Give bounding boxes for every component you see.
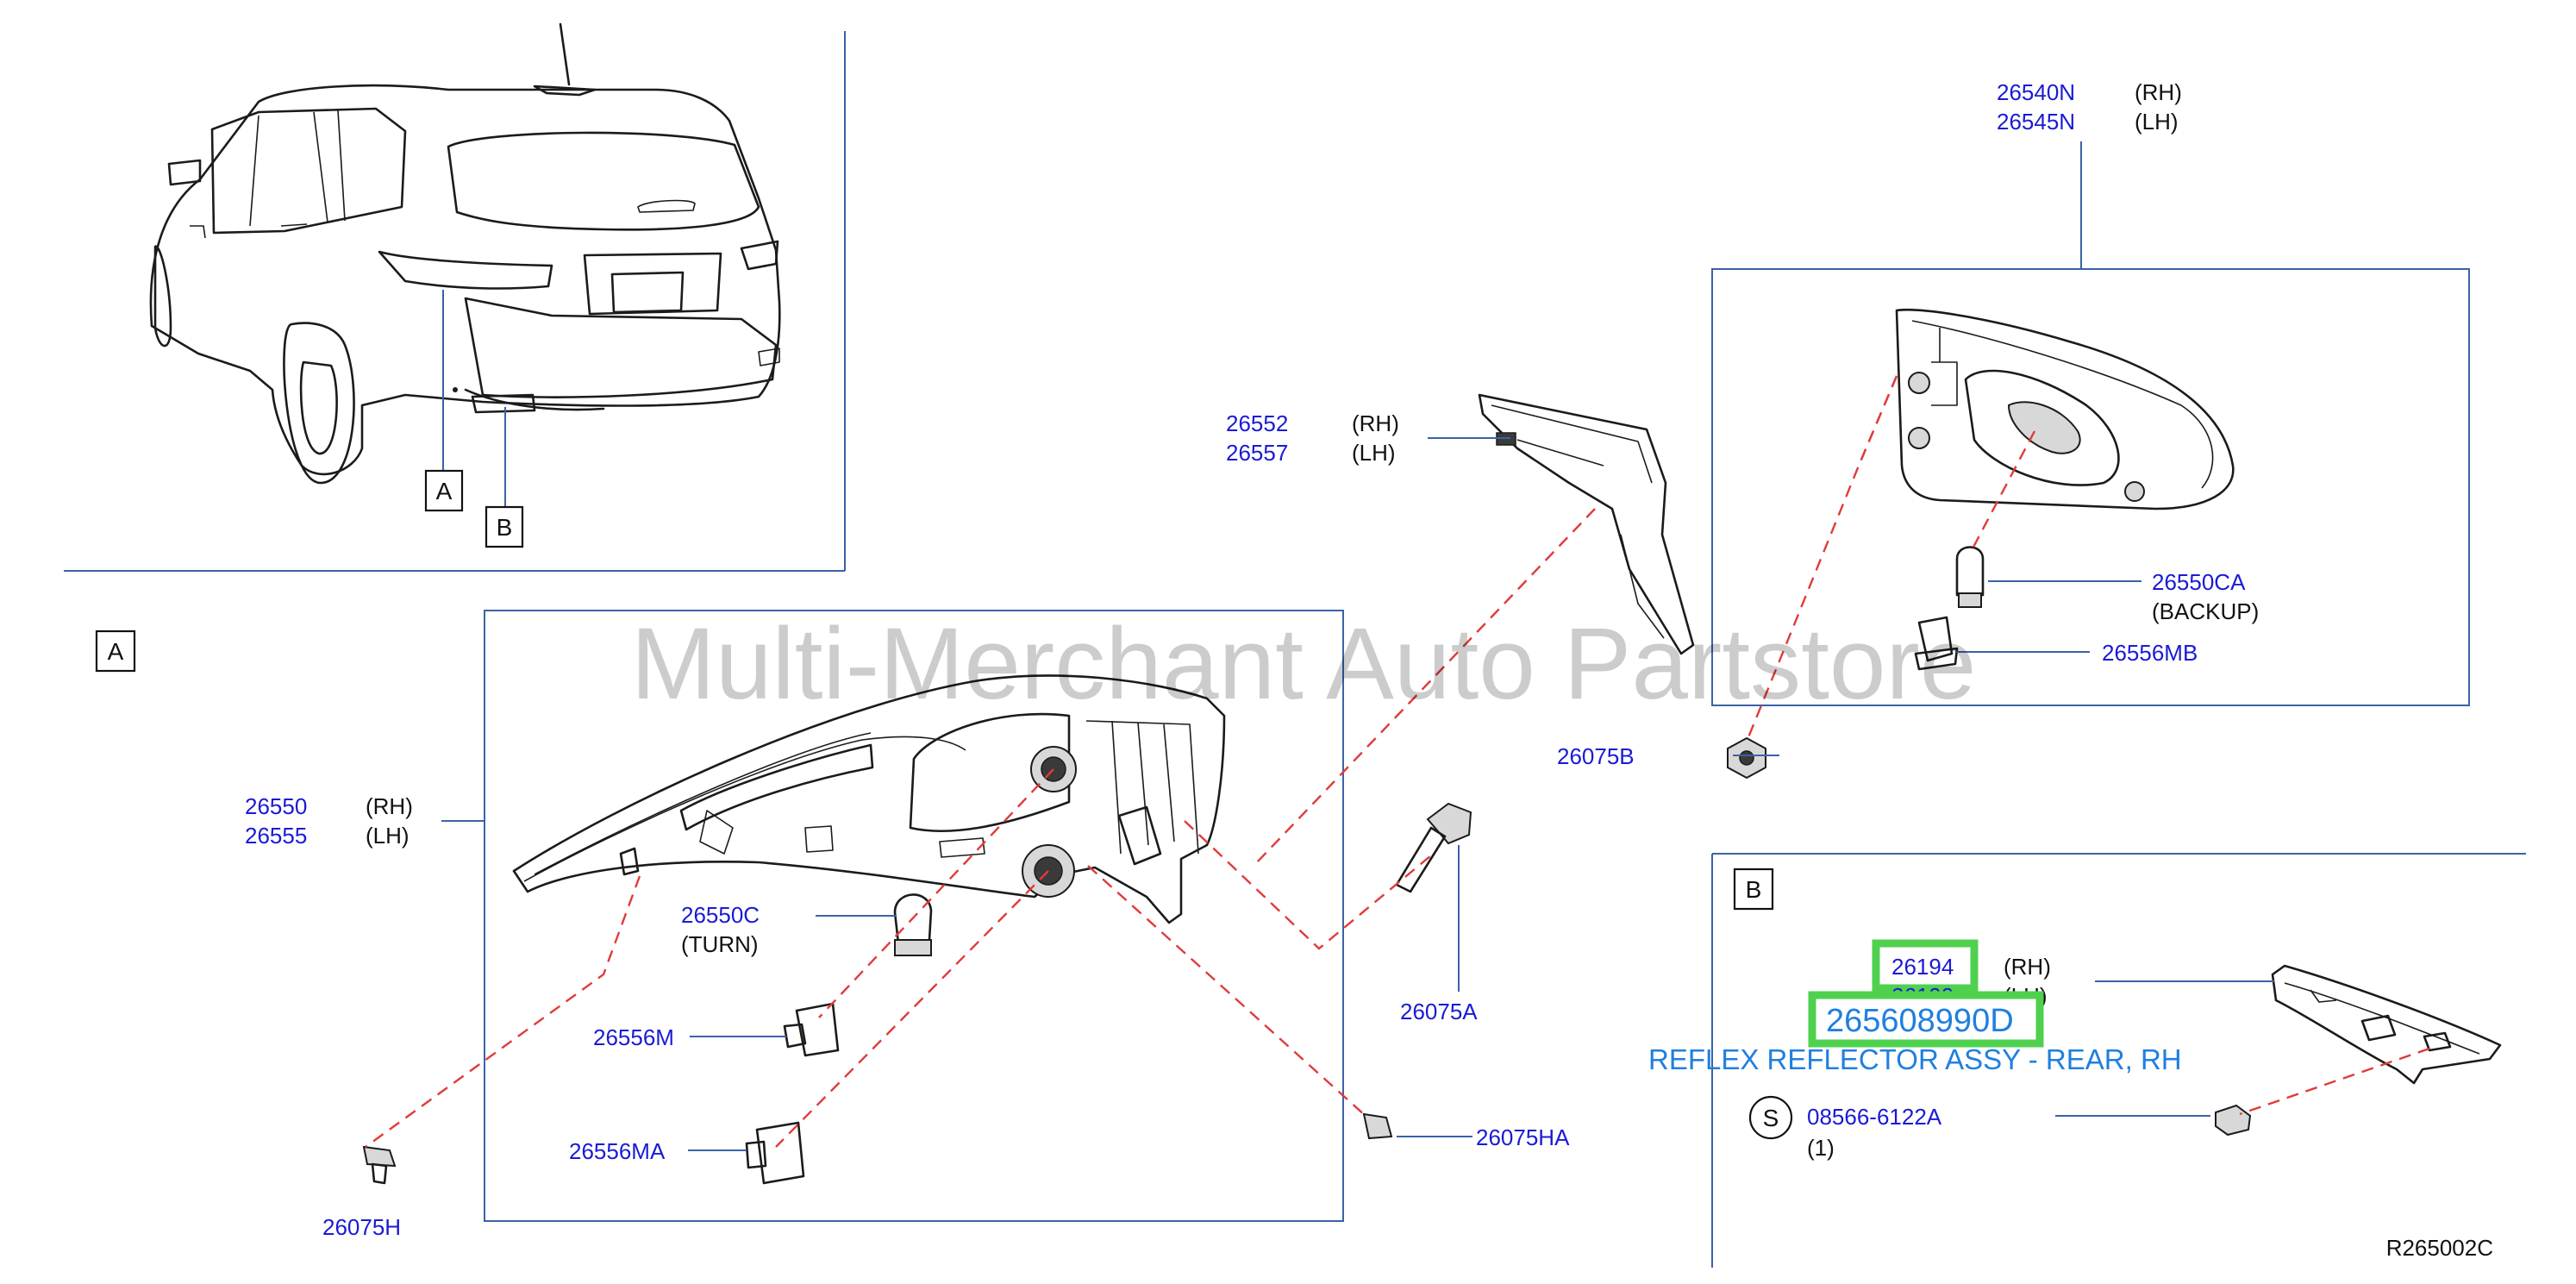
- part-26545N[interactable]: 26545N (LH): [1997, 109, 2179, 135]
- view-a-label-box: A: [95, 629, 136, 673]
- part-number-26545N[interactable]: 26545N: [1997, 109, 2075, 135]
- part-number-26194[interactable]: 26194: [1891, 954, 1954, 980]
- callout-b-label: B: [497, 514, 513, 541]
- diagram-code: R265002C: [2386, 1235, 2493, 1261]
- screw-08566-drawing: [2215, 1104, 2252, 1137]
- part-26550C[interactable]: 26550C (TURN): [681, 902, 760, 957]
- bulb-26550C-drawing: [893, 893, 933, 956]
- part-26075A[interactable]: 26075A: [1400, 999, 1478, 1024]
- part-qty-08566: (1): [1807, 1135, 1835, 1161]
- part-note-26550C: (TURN): [681, 931, 759, 957]
- socket-26556MB-drawing: [1914, 616, 1959, 671]
- selected-part-number[interactable]: 265608990D: [1826, 1003, 2014, 1039]
- part-number-26075HA[interactable]: 26075HA: [1476, 1124, 1570, 1150]
- bulb-26550CA-drawing: [1955, 546, 1985, 608]
- part-26075H[interactable]: 26075H: [322, 1214, 401, 1240]
- standard-part-badge-label: S: [1763, 1105, 1779, 1131]
- part-side-26540N: (RH): [2135, 79, 2182, 105]
- part-26075B[interactable]: 26075B: [1557, 743, 1635, 769]
- selected-part-highlight[interactable]: 265608990D: [1808, 991, 2044, 1048]
- selected-part-description: REFLEX REFLECTOR ASSY - REAR, RH: [1648, 1043, 2182, 1075]
- part-26194[interactable]: 26194 (RH): [1891, 954, 2051, 980]
- highlight-26194: [1872, 939, 1979, 993]
- callout-a-label: A: [436, 478, 453, 504]
- part-number-26556MB[interactable]: 26556MB: [2102, 640, 2198, 666]
- socket-26556MA-drawing: [745, 1121, 805, 1185]
- callout-b-box[interactable]: B: [485, 505, 524, 548]
- part-number-26550C[interactable]: 26550C: [681, 902, 760, 928]
- view-b-label: B: [1746, 876, 1762, 903]
- part-26550CA[interactable]: 26550CA (BACKUP): [2152, 569, 2259, 624]
- reflector-frame: [1711, 853, 2526, 1268]
- standard-part-badge: [1748, 1095, 1793, 1140]
- bolt-26075A-drawing: [1395, 802, 1472, 893]
- part-number-26550CA[interactable]: 26550CA: [2152, 569, 2246, 595]
- part-26075HA[interactable]: 26075HA: [1476, 1124, 1570, 1150]
- socket-26556M-drawing: [783, 1002, 840, 1057]
- callout-a-box[interactable]: A: [424, 469, 464, 512]
- view-b-label-box: B: [1733, 867, 1774, 911]
- view-a-label: A: [108, 638, 124, 665]
- part-number-26552[interactable]: 26552: [1226, 410, 1288, 436]
- clip-26075HA-drawing: [1362, 1112, 1393, 1140]
- part-26552[interactable]: 26552 (RH): [1226, 410, 1399, 436]
- part-number-26550[interactable]: 26550: [245, 793, 307, 819]
- part-26557[interactable]: 26557 (LH): [1226, 440, 1396, 466]
- part-side-26194: (RH): [2004, 954, 2051, 980]
- part-number-26556M[interactable]: 26556M: [593, 1024, 674, 1050]
- solid-leader-lines: [441, 141, 2274, 1151]
- part-26556MB[interactable]: 26556MB: [2102, 640, 2198, 666]
- part-08566[interactable]: S 08566-6122A (1): [1748, 1095, 1942, 1161]
- part-26556MA[interactable]: 26556MA: [569, 1138, 666, 1164]
- part-number-08566[interactable]: 08566-6122A: [1807, 1104, 1942, 1130]
- part-side-26552: (RH): [1352, 410, 1399, 436]
- nut-26075B-drawing: [1727, 736, 1766, 780]
- part-number-26075B[interactable]: 26075B: [1557, 743, 1635, 769]
- part-26556M[interactable]: 26556M: [593, 1024, 674, 1050]
- part-note-26550CA: (BACKUP): [2152, 598, 2259, 624]
- part-number-26075A[interactable]: 26075A: [1400, 999, 1478, 1024]
- part-side-26545N: (LH): [2135, 109, 2179, 135]
- part-number-26075H[interactable]: 26075H: [322, 1214, 401, 1240]
- part-26550[interactable]: 26550 (RH): [245, 793, 413, 819]
- overview-frame: [64, 31, 846, 572]
- vehicle-rear-view: [149, 22, 781, 485]
- part-number-26540N[interactable]: 26540N: [1997, 79, 2075, 105]
- reflex-reflector-drawing: [2271, 964, 2502, 1085]
- part-number-26557[interactable]: 26557: [1226, 440, 1288, 466]
- clip-26075H-drawing: [362, 1145, 397, 1185]
- part-number-26556MA[interactable]: 26556MA: [569, 1138, 666, 1164]
- inner-lamp-frame: [1711, 268, 2470, 706]
- part-number-26555[interactable]: 26555: [245, 823, 307, 849]
- part-side-26550: (RH): [366, 793, 413, 819]
- dashed-leader-lines: [365, 375, 2430, 1148]
- inner-lamp-26540N-drawing: [1895, 308, 2235, 510]
- part-side-26555: (LH): [366, 823, 410, 849]
- part-26555[interactable]: 26555 (LH): [245, 823, 410, 849]
- watermark: Multi-Merchant Auto Partstore: [631, 607, 1977, 721]
- tail-lamp-frame: [484, 610, 1344, 1222]
- part-26540N[interactable]: 26540N (RH): [1997, 79, 2182, 105]
- part-side-26557: (LH): [1352, 440, 1396, 466]
